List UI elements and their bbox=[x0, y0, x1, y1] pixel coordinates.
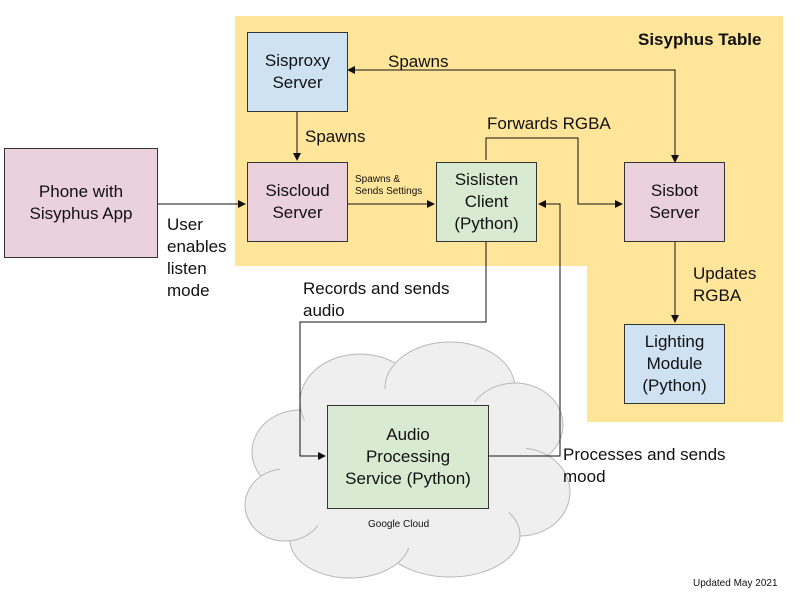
lighting-module-node: Lighting Module (Python) bbox=[624, 324, 725, 404]
edge-label-forwards-rgba: Forwards RGBA bbox=[487, 114, 611, 133]
siscloud-server-node: Siscloud Server bbox=[247, 162, 348, 242]
updated-date-footer: Updated May 2021 bbox=[693, 578, 778, 589]
edge-audio-to-sislisten bbox=[489, 200, 561, 457]
edge-sislisten-to-audio bbox=[299, 242, 487, 460]
edge-label-updates-rgba: Updates RGBA bbox=[693, 264, 757, 305]
edge-label-processes-sends-mood: Processes and sends mood bbox=[563, 445, 726, 486]
sislisten-client-node: Sislisten Client (Python) bbox=[436, 162, 537, 242]
sisproxy-server-node: Sisproxy Server bbox=[247, 32, 348, 112]
edge-label-sisproxy-siscloud: Spawns bbox=[305, 127, 366, 146]
edge-sisproxy-sisbot bbox=[347, 66, 679, 163]
audio-processing-service-node: Audio Processing Service (Python) bbox=[327, 405, 489, 509]
sisyphus-table-title: Sisyphus Table bbox=[638, 30, 762, 49]
google-cloud-label: Google Cloud bbox=[368, 519, 430, 530]
edge-label-spawns-sends-settings: Spawns & Sends Settings bbox=[355, 174, 423, 197]
edge-label-user-enables-listen-mode: User enables listen mode bbox=[167, 215, 227, 300]
phone-node: Phone with Sisyphus App bbox=[4, 148, 158, 258]
edge-sislisten-to-sisbot bbox=[485, 137, 623, 208]
edge-label-records-sends-audio: Records and sends audio bbox=[303, 279, 450, 320]
sisbot-server-node: Sisbot Server bbox=[624, 162, 725, 242]
edge-label-sisproxy-sisbot: Spawns bbox=[388, 52, 449, 71]
